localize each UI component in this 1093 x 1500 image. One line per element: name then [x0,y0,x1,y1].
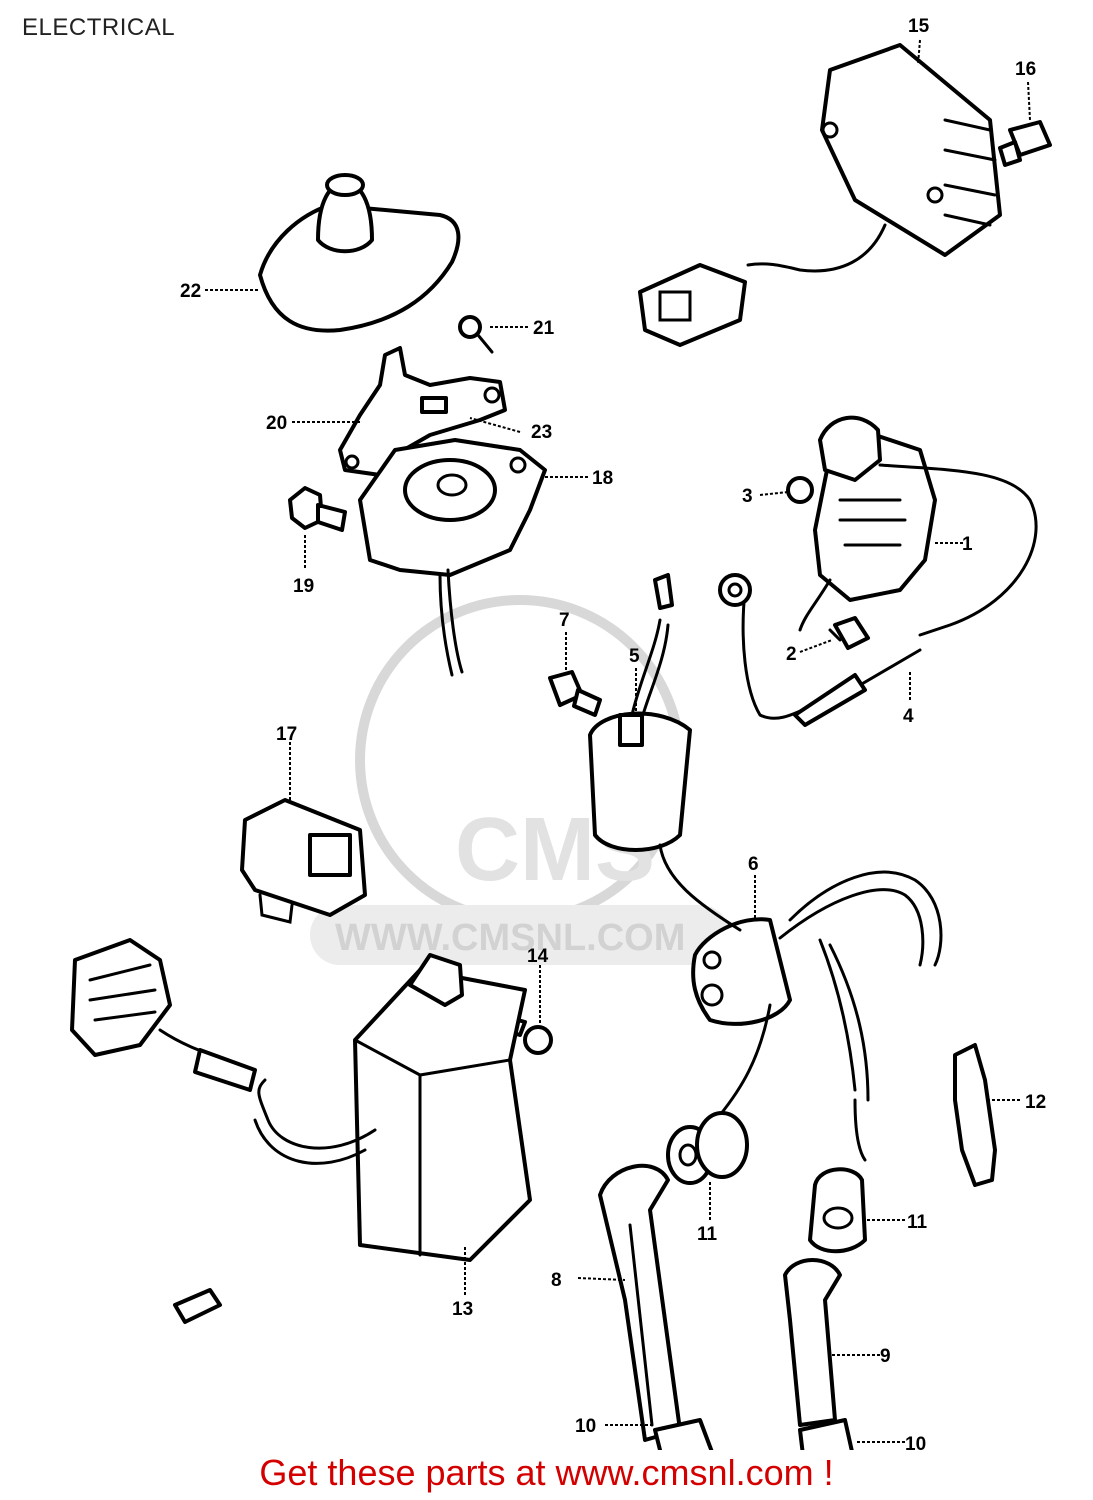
part-10-cap-left [653,1418,714,1450]
part-18-sensor-housing [358,438,547,677]
harness-connector [70,938,257,1092]
footer-link-text[interactable]: Get these parts at www.cmsnl.com ! [259,1452,834,1493]
part-11-grommet-left [666,1111,749,1185]
callout-12: 12 [1025,1092,1046,1113]
callout-17: 17 [276,724,297,745]
part-19-bolt [288,486,347,532]
callout-15: 15 [908,16,930,37]
callout-5: 5 [629,646,640,667]
part-23-collar [509,456,527,474]
part-5-condenser [588,573,692,852]
watermark: CMS WWW.CMSNL.COM [310,595,730,965]
callout-8: 8 [551,1270,562,1291]
callout-11-right: 11 [907,1212,928,1233]
part-2-screw [828,616,870,650]
watermark-url: WWW.CMSNL.COM [335,917,685,959]
part-21-screw [458,315,494,354]
part-22-cover [258,173,461,333]
callout-2: 2 [786,644,797,665]
part-3-washer [786,476,814,504]
part-17-relay [240,798,367,924]
part-8-plug-cap [598,1163,682,1442]
part-4-wire [718,573,922,727]
leader-lines [205,39,1031,1443]
callout-11-left: 11 [697,1224,718,1245]
callout-20: 20 [266,413,287,434]
part-9-plug-cap [783,1258,842,1427]
callout-6: 6 [748,854,759,875]
callout-labels: 1 2 3 4 5 6 7 8 9 10 10 11 11 12 13 14 1… [180,16,1046,1450]
part-10-cap-right [798,1418,854,1450]
callout-1: 1 [962,534,973,555]
callout-13: 13 [452,1299,473,1320]
part-11-grommet-right [808,1167,867,1254]
callout-10-left: 10 [575,1416,596,1437]
callout-4: 4 [903,706,914,727]
callout-19: 19 [293,576,314,597]
callout-22: 22 [180,281,201,302]
part-1-switch [798,415,1038,637]
part-6-ignition-coil [658,843,943,1162]
callout-16: 16 [1015,59,1036,80]
part-13-igniter-unit [253,953,532,1262]
callout-14: 14 [527,946,549,967]
part-7-screw [548,670,602,717]
callout-21: 21 [533,318,555,339]
part-16-screw [998,120,1052,167]
callout-23: 23 [531,422,552,443]
part-20-bracket [338,346,507,477]
callout-9: 9 [880,1346,891,1367]
callout-7: 7 [559,610,570,631]
part-15-regulator-rectifier [638,43,1002,347]
small-grommet [173,1288,222,1324]
exploded-parts-diagram: CMS WWW.CMSNL.COM [70,16,1052,1450]
callout-10-right: 10 [905,1434,926,1450]
callout-18: 18 [592,468,613,489]
part-12-clamp [953,1043,997,1187]
callout-3: 3 [742,486,753,507]
diagram-title: ELECTRICAL [22,14,176,41]
